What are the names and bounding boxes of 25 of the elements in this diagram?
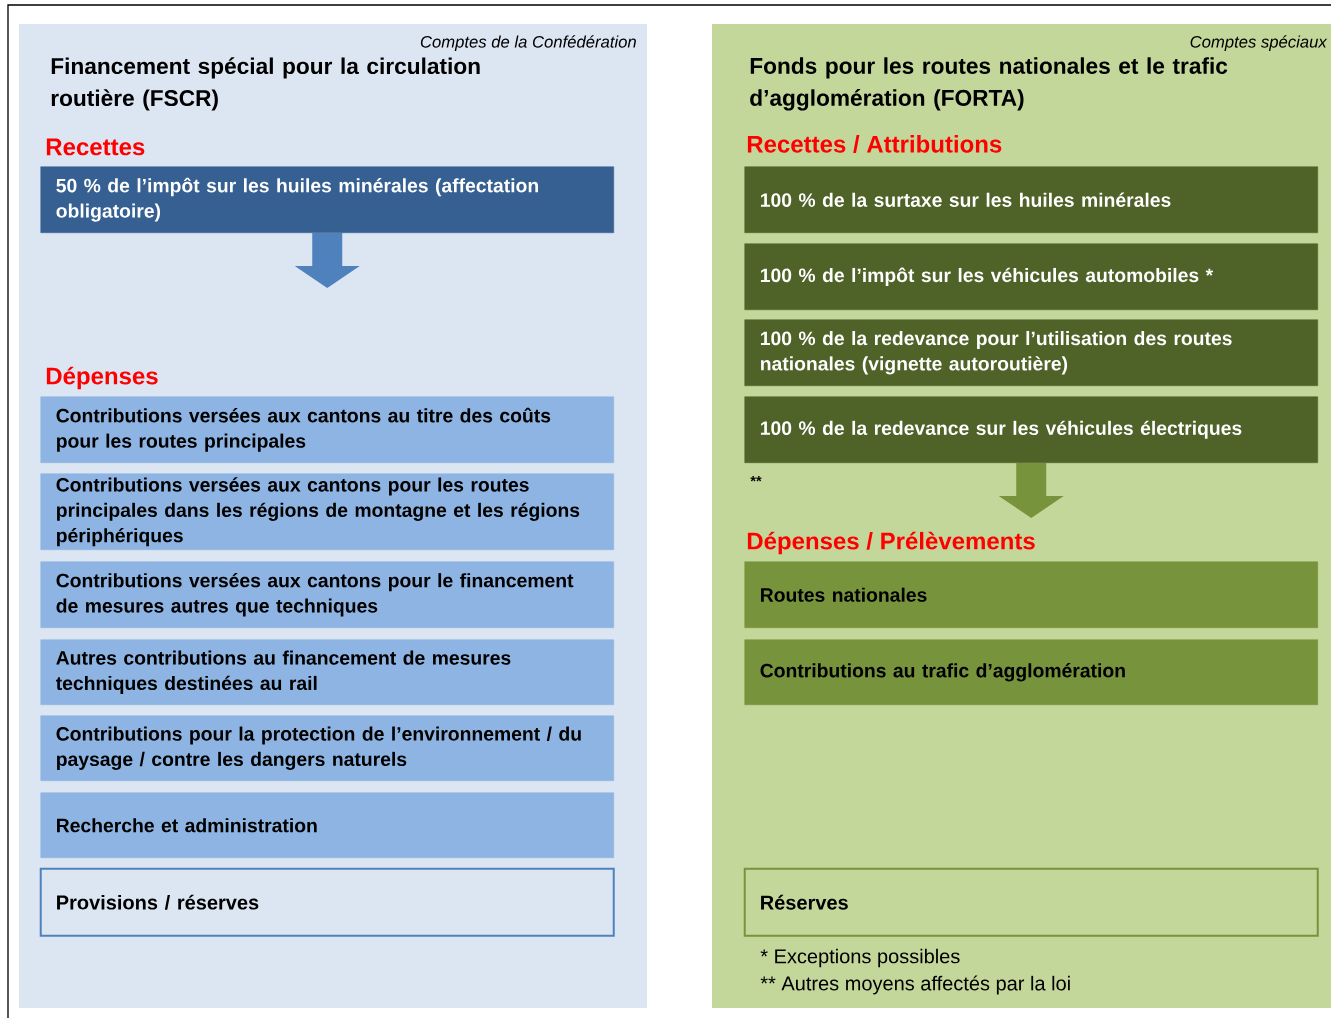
reserve-box: Provisions / réserves	[39, 867, 615, 937]
process-box: 100 % de la redevance pour l’utilisation des routes nationales (vignette autoroutière)	[744, 319, 1318, 386]
panel-heading: Comptes de la Confédération	[420, 35, 636, 51]
process-box: Routes nationales	[744, 561, 1318, 628]
footnote-mark: **	[750, 475, 762, 482]
process-box: Autres contributions au financement de mesures techniques destinées au rail	[40, 639, 614, 705]
section-heading: Recettes	[46, 138, 145, 156]
process-box: 100 % de la redevance sur les véhicules électriques	[744, 396, 1318, 463]
reserve-box: Réserves	[743, 867, 1319, 937]
process-box: Contributions au trafic d’agglomération	[744, 639, 1318, 705]
process-box: 100 % de l’impôt sur les véhicules automobiles *	[744, 243, 1318, 310]
process-box: Contributions pour la protection de l’environnement / du paysage / contre les dangers naturels	[40, 715, 614, 781]
process-box: Recherche et administration	[40, 792, 614, 858]
section-heading: Recettes / Attributions	[747, 135, 1002, 153]
process-box: Contributions versées aux cantons au titre des coûts pour les routes principales	[40, 396, 614, 463]
section-heading: Dépenses	[46, 366, 158, 390]
panel-title: Financement spécial pour la circulation routière (FSCR)	[51, 57, 480, 111]
footnote: ** Autres moyens affectés par la loi	[760, 975, 1070, 995]
process-box: 100 % de la surtaxe sur les huiles minérales	[744, 166, 1318, 233]
process-box: Contributions versées aux cantons pour le financement de mesures autres que techniques	[40, 561, 614, 628]
panel-title: Fonds pour les routes nationales et le trafic d’agglomération (FORTA)	[750, 57, 1228, 111]
process-box: Contributions versées aux cantons pour les routes principales dans les régions de montagne et les régions périphériques	[40, 473, 614, 550]
section-heading: Dépenses / Prélèvements	[747, 531, 1035, 555]
process-box: 50 % de l’impôt sur les huiles minérales (affectation obligatoire)	[40, 166, 614, 233]
panel-heading: Comptes spéciaux	[1190, 35, 1328, 51]
